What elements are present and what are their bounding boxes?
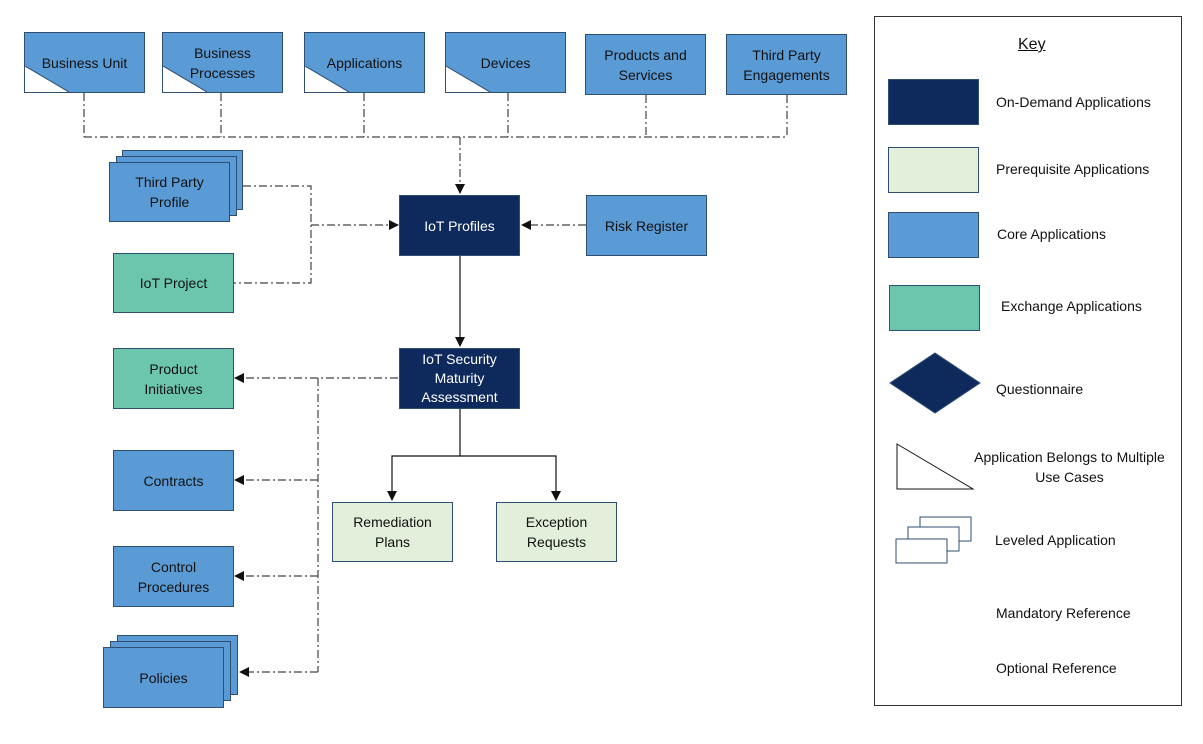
multiple-use-triangle-icon bbox=[896, 443, 975, 490]
multiple-use-key-label: Application Belongs to Multiple Use Case… bbox=[974, 449, 1165, 485]
exchange-swatch bbox=[889, 285, 980, 331]
exception-requests-node[interactable]: Exception Requests bbox=[496, 502, 617, 562]
iot-profiles-label: IoT Profiles bbox=[424, 217, 495, 234]
third-party-profile-node[interactable]: Third Party Profile bbox=[109, 162, 230, 222]
applications-label: Applications bbox=[326, 54, 403, 71]
policies-node[interactable]: Policies bbox=[103, 647, 224, 708]
prerequisite-swatch bbox=[888, 147, 979, 193]
devices-node[interactable]: Devices bbox=[445, 32, 566, 93]
business-unit-label: Business Unit bbox=[41, 54, 128, 71]
iot-project-label: IoT Project bbox=[139, 275, 208, 291]
exchange-key-label: Exchange Applications bbox=[1001, 298, 1142, 314]
control-procedures-node[interactable]: Control Procedures bbox=[113, 546, 234, 607]
remediation-plans-node[interactable]: Remediation Plans bbox=[332, 502, 453, 562]
iot-profiles-node[interactable]: IoT Profiles bbox=[399, 195, 520, 256]
mandatory-key-label: Mandatory Reference bbox=[996, 605, 1131, 621]
business-processes-node[interactable]: Business Processes bbox=[162, 32, 283, 93]
on-demand-key-label: On-Demand Applications bbox=[996, 94, 1151, 110]
exception-requests-label: Exception Requests bbox=[525, 514, 588, 550]
applications-node[interactable]: Applications bbox=[304, 32, 425, 93]
leveled-key-label: Leveled Application bbox=[995, 532, 1116, 548]
contracts-label: Contracts bbox=[143, 472, 204, 489]
iot-security-maturity-label: IoT Security Maturity Assessment bbox=[421, 351, 498, 405]
products-services-label: Products and Services bbox=[604, 46, 687, 83]
prerequisite-key-label: Prerequisite Applications bbox=[996, 161, 1150, 177]
remediation-plans-label: Remediation Plans bbox=[353, 514, 432, 550]
optional-key-label: Optional Reference bbox=[996, 660, 1117, 676]
questionnaire-diamond-icon bbox=[889, 352, 981, 414]
product-initiatives-label: Product Initiatives bbox=[144, 360, 203, 397]
products-services-node[interactable]: Products and Services bbox=[585, 34, 706, 95]
third-party-engagements-label: Third Party Engagements bbox=[743, 46, 830, 83]
risk-register-label: Risk Register bbox=[604, 217, 689, 234]
devices-label: Devices bbox=[480, 54, 531, 71]
leveled-application-icon bbox=[895, 516, 972, 564]
third-party-engagements-node[interactable]: Third Party Engagements bbox=[726, 34, 847, 95]
on-demand-swatch bbox=[888, 79, 979, 125]
control-procedures-label: Control Procedures bbox=[137, 558, 210, 595]
contracts-node[interactable]: Contracts bbox=[113, 450, 234, 511]
core-swatch bbox=[888, 212, 979, 258]
business-processes-label: Business Processes bbox=[189, 44, 256, 81]
key-title: Key bbox=[1018, 36, 1046, 53]
business-unit-node[interactable]: Business Unit bbox=[24, 32, 145, 93]
third-party-profile-label: Third Party Profile bbox=[135, 174, 204, 210]
core-key-label: Core Applications bbox=[997, 226, 1106, 242]
policies-label: Policies bbox=[139, 669, 188, 686]
iot-security-maturity-node[interactable]: IoT Security Maturity Assessment bbox=[399, 348, 520, 409]
product-initiatives-node[interactable]: Product Initiatives bbox=[113, 348, 234, 409]
risk-register-node[interactable]: Risk Register bbox=[586, 195, 707, 256]
iot-project-node[interactable]: IoT Project bbox=[113, 253, 234, 313]
questionnaire-key-label: Questionnaire bbox=[996, 381, 1084, 397]
